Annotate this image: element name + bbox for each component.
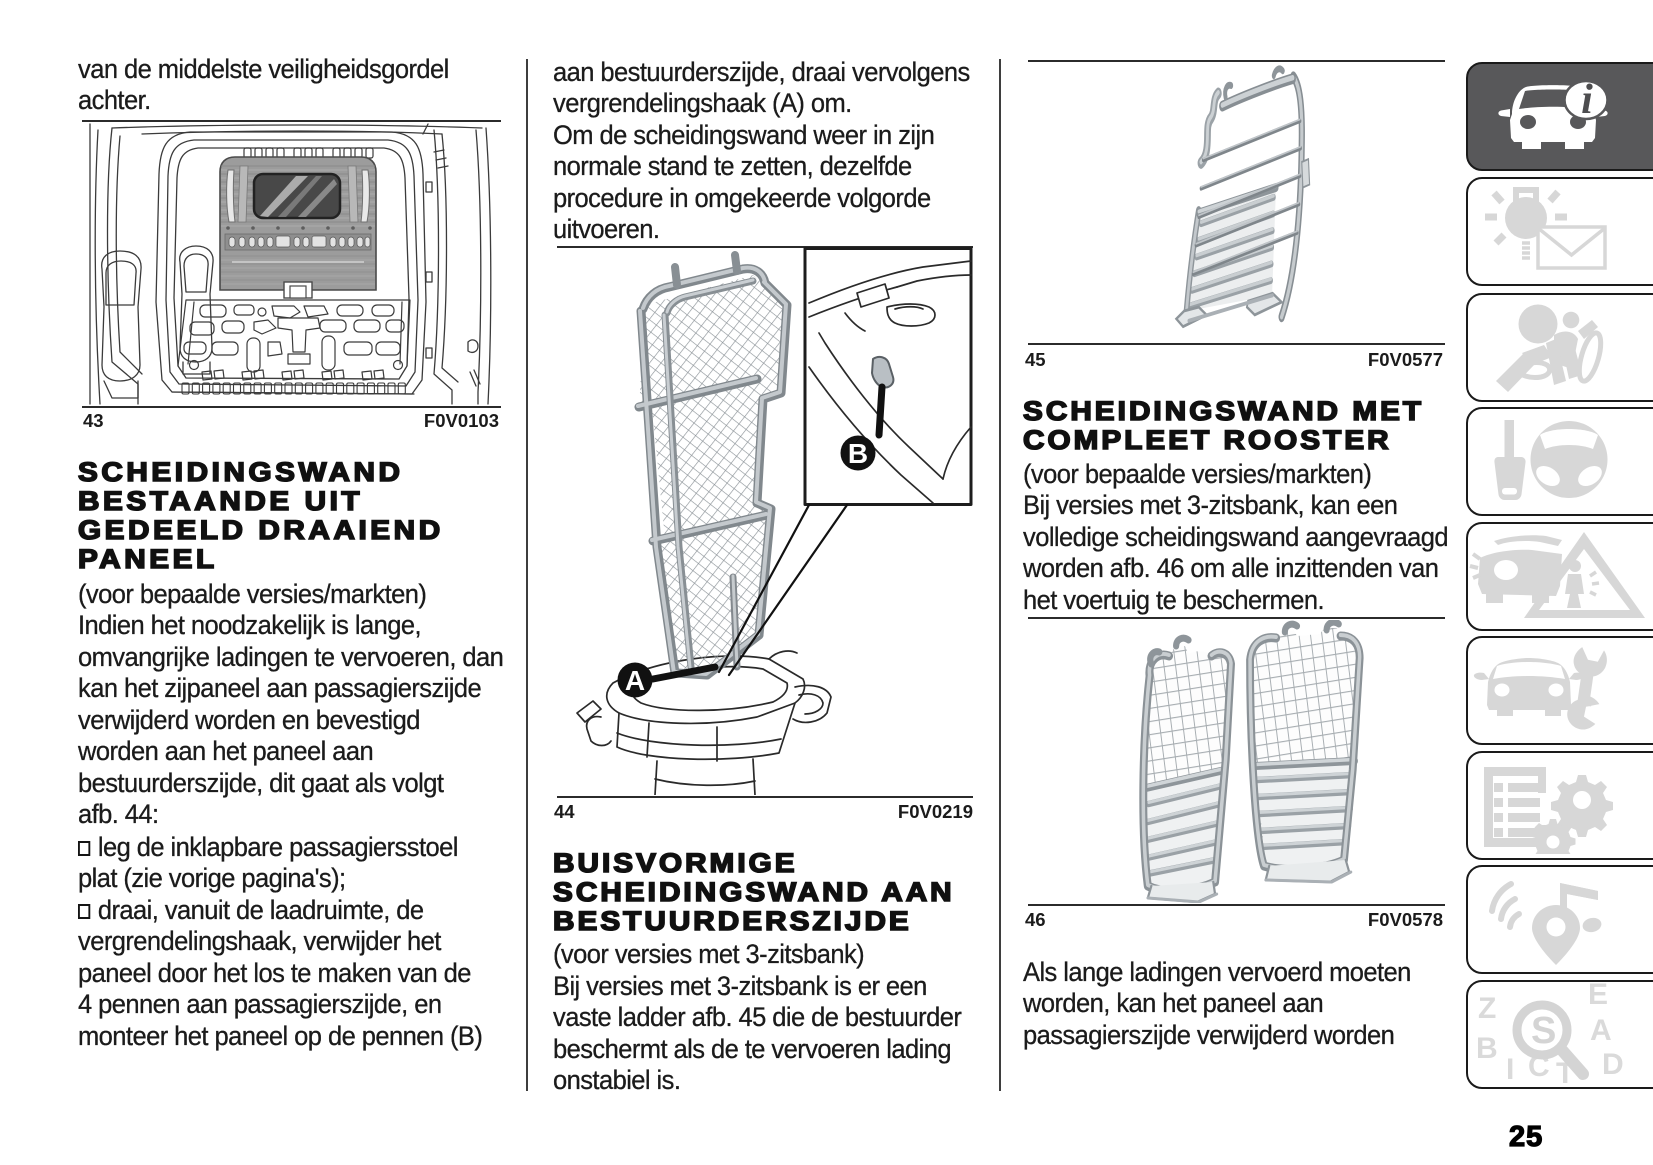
svg-text:S: S (1531, 1010, 1556, 1052)
svg-text:D: D (1602, 1048, 1624, 1081)
svg-text:Z: Z (1478, 992, 1496, 1025)
svg-text:E: E (1588, 982, 1608, 1011)
svg-text:B: B (1476, 1032, 1498, 1065)
svg-text:I: I (1506, 1053, 1514, 1083)
svg-text:B: B (848, 438, 868, 469)
svg-text:A: A (625, 665, 645, 696)
svg-text:i: i (1581, 77, 1593, 123)
svg-text:A: A (1590, 1014, 1612, 1047)
